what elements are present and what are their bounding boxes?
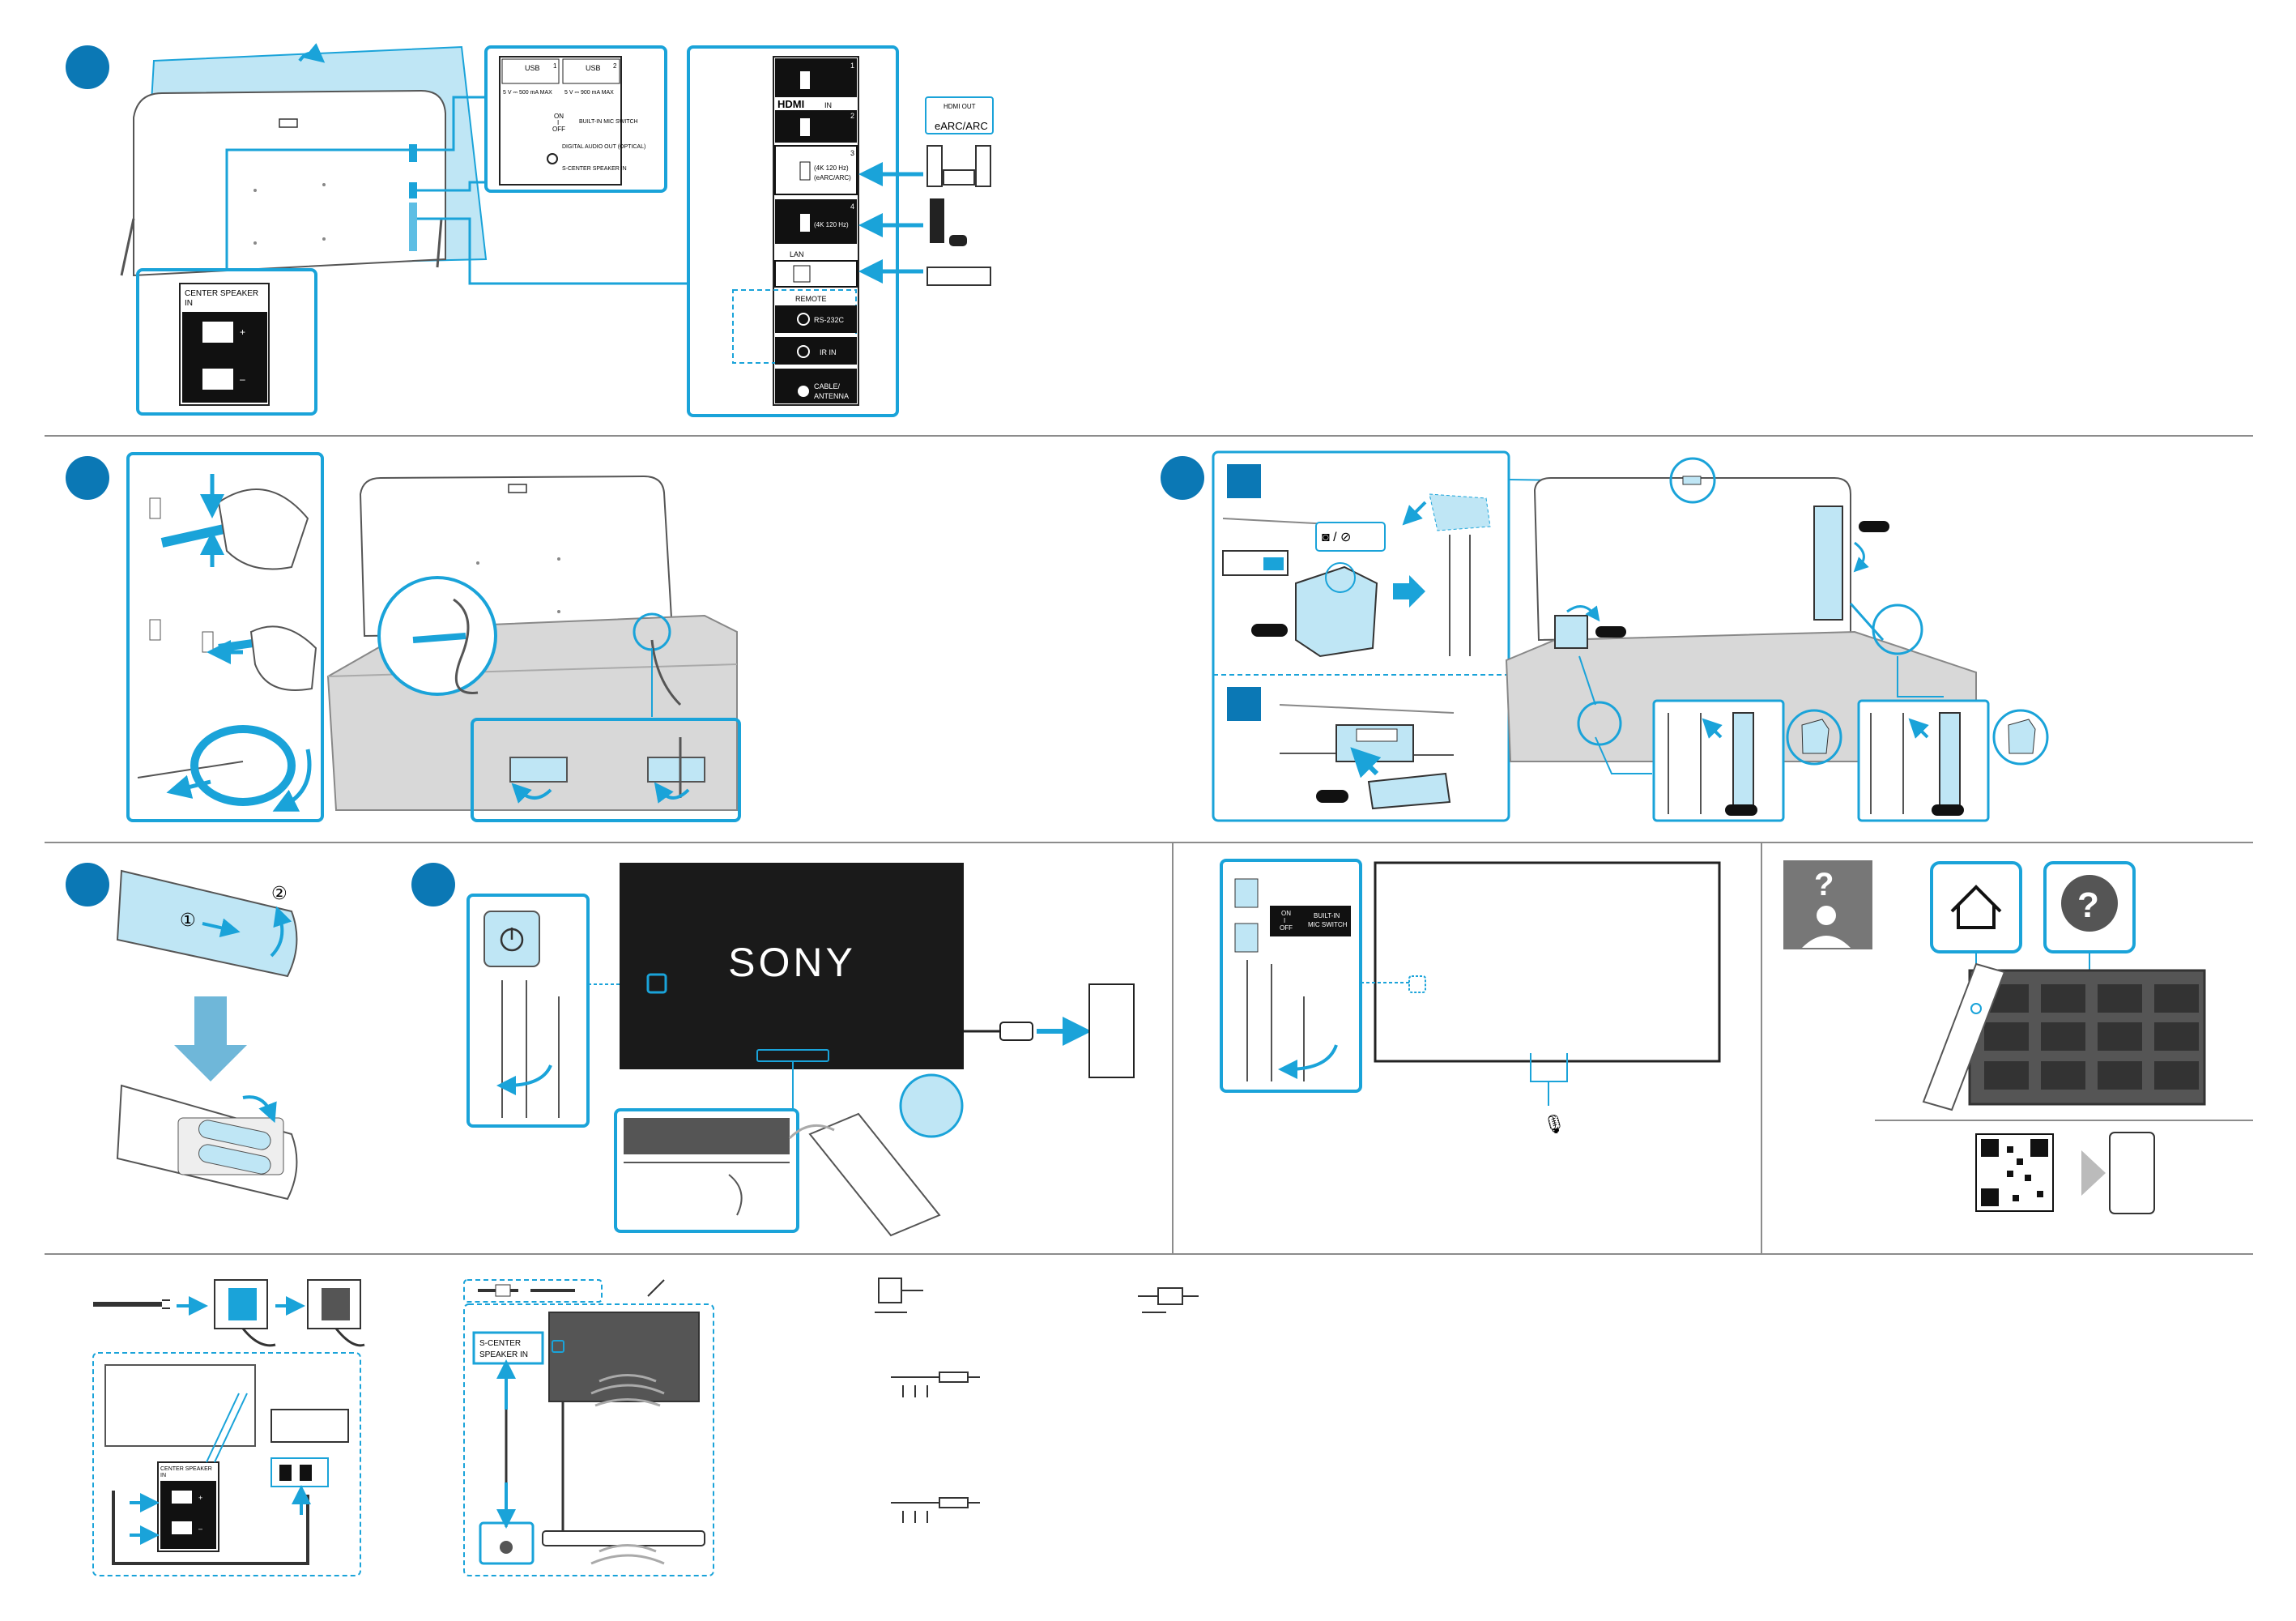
hdmi-in-label: IN <box>824 101 832 109</box>
camera-attach-steps: ◙ / ⊘ <box>1212 450 1510 822</box>
minus-label: – <box>240 373 245 385</box>
hdmi3-note2: (eARC/ARC) <box>814 174 851 181</box>
tv-front-mic <box>1374 861 1721 1063</box>
usb1-label: USB <box>525 64 540 72</box>
help-question-icon <box>2061 875 2118 932</box>
mic-on-label: ON <box>554 113 564 120</box>
router-icon <box>926 267 991 286</box>
rs232c-label: RS-232C <box>814 316 845 324</box>
tv-brand-logo: SONY <box>728 940 856 985</box>
step-badge-3 <box>1161 456 1204 500</box>
tv-front <box>620 863 964 1069</box>
remote-battery-steps: ① ② <box>116 869 298 1201</box>
arrow-left-icon <box>2081 1150 2106 1196</box>
microphone-icon: 🎙 <box>1543 1114 1565 1134</box>
connector-leader-lines <box>225 96 688 285</box>
usb2-label: USB <box>586 64 601 72</box>
tv-rear-illustration <box>120 43 488 277</box>
mic-switch-2: MIC SWITCH <box>1308 921 1348 928</box>
external-devices: HDMI OUT eARC/ARC <box>925 96 994 286</box>
digital-audio-label: DIGITAL AUDIO OUT (OPTICAL) <box>562 144 645 150</box>
help-panel: ? ? <box>1783 860 2206 1214</box>
mic-off-label: OFF <box>552 126 565 133</box>
optical-port-icon <box>547 153 558 164</box>
remote-step-1: ① <box>180 910 196 930</box>
hdmi-logo: HDMI <box>777 98 804 110</box>
mic-off: OFF <box>1280 924 1293 932</box>
speaker-left-icon <box>926 145 943 187</box>
minus-small: – <box>198 1525 202 1533</box>
hdmi4-num: 4 <box>850 203 854 211</box>
av-receiver-icon-2 <box>270 1409 349 1443</box>
home-icon <box>1950 885 2002 929</box>
soundbar-icon <box>542 1530 705 1546</box>
center-speaker-small-in: IN <box>160 1473 166 1478</box>
usb2-num: 2 <box>613 62 617 70</box>
hdmi3-note1: (4K 120 Hz) <box>814 164 849 172</box>
plus-label: + <box>240 326 245 338</box>
step-badge-2 <box>66 456 109 500</box>
remote-icon <box>808 1112 941 1237</box>
mic-sep-label: I <box>557 119 559 126</box>
remote-help-icon <box>1922 962 2006 1111</box>
usb-optical-panel: USB 1 USB 2 5 V ⎓ 500 mA MAX 5 V ⎓ 900 m… <box>484 45 667 193</box>
s-center-connection: S-CENTER SPEAKER IN <box>463 1279 714 1576</box>
console-icon <box>930 198 944 243</box>
center-speaker-small: CENTER SPEAKER <box>160 1466 212 1472</box>
camera-on-off-icon: ◙ / ⊘ <box>1322 531 1351 544</box>
hdmi-panel: 1 HDMI IN 2 3 (4K 120 Hz) (eARC/ARC) 4 (… <box>687 45 899 417</box>
gamepad-icon <box>949 235 967 246</box>
cable-spec-icons <box>875 1278 1199 1523</box>
ir-in-label: IR IN <box>820 348 837 356</box>
smartphone-icon <box>2109 1132 2155 1214</box>
plus-small: + <box>198 1494 202 1502</box>
sub-step-a-badge <box>1227 464 1261 498</box>
s-center-speaker-label-1: S-CENTER <box>479 1339 521 1348</box>
hdmi4-note: (4K 120 Hz) <box>814 221 849 228</box>
help-person-icon <box>1783 860 1872 949</box>
speaker-right-icon <box>975 145 991 187</box>
usb2-spec: 5 V ⎓ 900 mA MAX <box>564 90 614 96</box>
speaker-wire-steps: CENTER SPEAKER IN + – <box>92 1279 365 1576</box>
step-badges <box>66 45 1204 906</box>
hdmi2-num: 2 <box>850 112 854 120</box>
help-question-mark: ? <box>2077 885 2099 925</box>
usb1-num: 1 <box>553 62 557 70</box>
hdmi-out-label: HDMI OUT <box>944 103 976 110</box>
cable-label-2: ANTENNA <box>814 392 849 400</box>
step-badge-5 <box>411 863 455 906</box>
s-center-speaker-label-2: SPEAKER IN <box>479 1350 528 1359</box>
mic-switch-panel: ON I OFF BUILT-IN MIC SWITCH 🎙 <box>1220 859 1721 1134</box>
step-badge-4 <box>66 863 109 906</box>
mic-switch-1: BUILT-IN <box>1314 912 1340 919</box>
usb1-spec: 5 V ⎓ 500 mA MAX <box>503 90 552 96</box>
center-speaker-in: IN <box>185 299 193 308</box>
mic-on: ON <box>1281 910 1291 917</box>
device-arrows <box>858 162 923 284</box>
mic-switch-label: BUILT-IN MIC SWITCH <box>579 119 638 125</box>
help-person-question: ? <box>1814 867 1834 902</box>
remote-label: REMOTE <box>795 295 827 303</box>
center-speaker-label: CENTER SPEAKER <box>185 289 258 298</box>
mic-sep: I <box>1284 917 1285 924</box>
av-receiver-icon <box>943 169 975 186</box>
s-center-label: S-CENTER SPEAKER IN <box>562 166 627 172</box>
cable-label-1: CABLE/ <box>814 382 841 390</box>
lan-label: LAN <box>790 250 804 258</box>
center-speaker-panel: CENTER SPEAKER IN + – <box>136 268 317 416</box>
cable-clip-steps <box>126 452 324 822</box>
tv-rear-camera <box>1505 457 2049 822</box>
remote-step-2: ② <box>271 883 288 903</box>
wall-outlet-icon <box>1088 983 1135 1078</box>
tv-rear-on-stand <box>326 475 741 822</box>
step-badge-1 <box>66 45 109 89</box>
sub-step-b-badge <box>1227 687 1261 721</box>
tv-front-s-center <box>548 1312 700 1402</box>
hdmi1-num: 1 <box>850 62 854 70</box>
hdmi3-num: 3 <box>850 149 854 157</box>
power-on-steps: SONY <box>466 863 1135 1237</box>
section-dividers <box>45 435 2253 1255</box>
earc-label: eARC/ARC <box>935 120 988 132</box>
